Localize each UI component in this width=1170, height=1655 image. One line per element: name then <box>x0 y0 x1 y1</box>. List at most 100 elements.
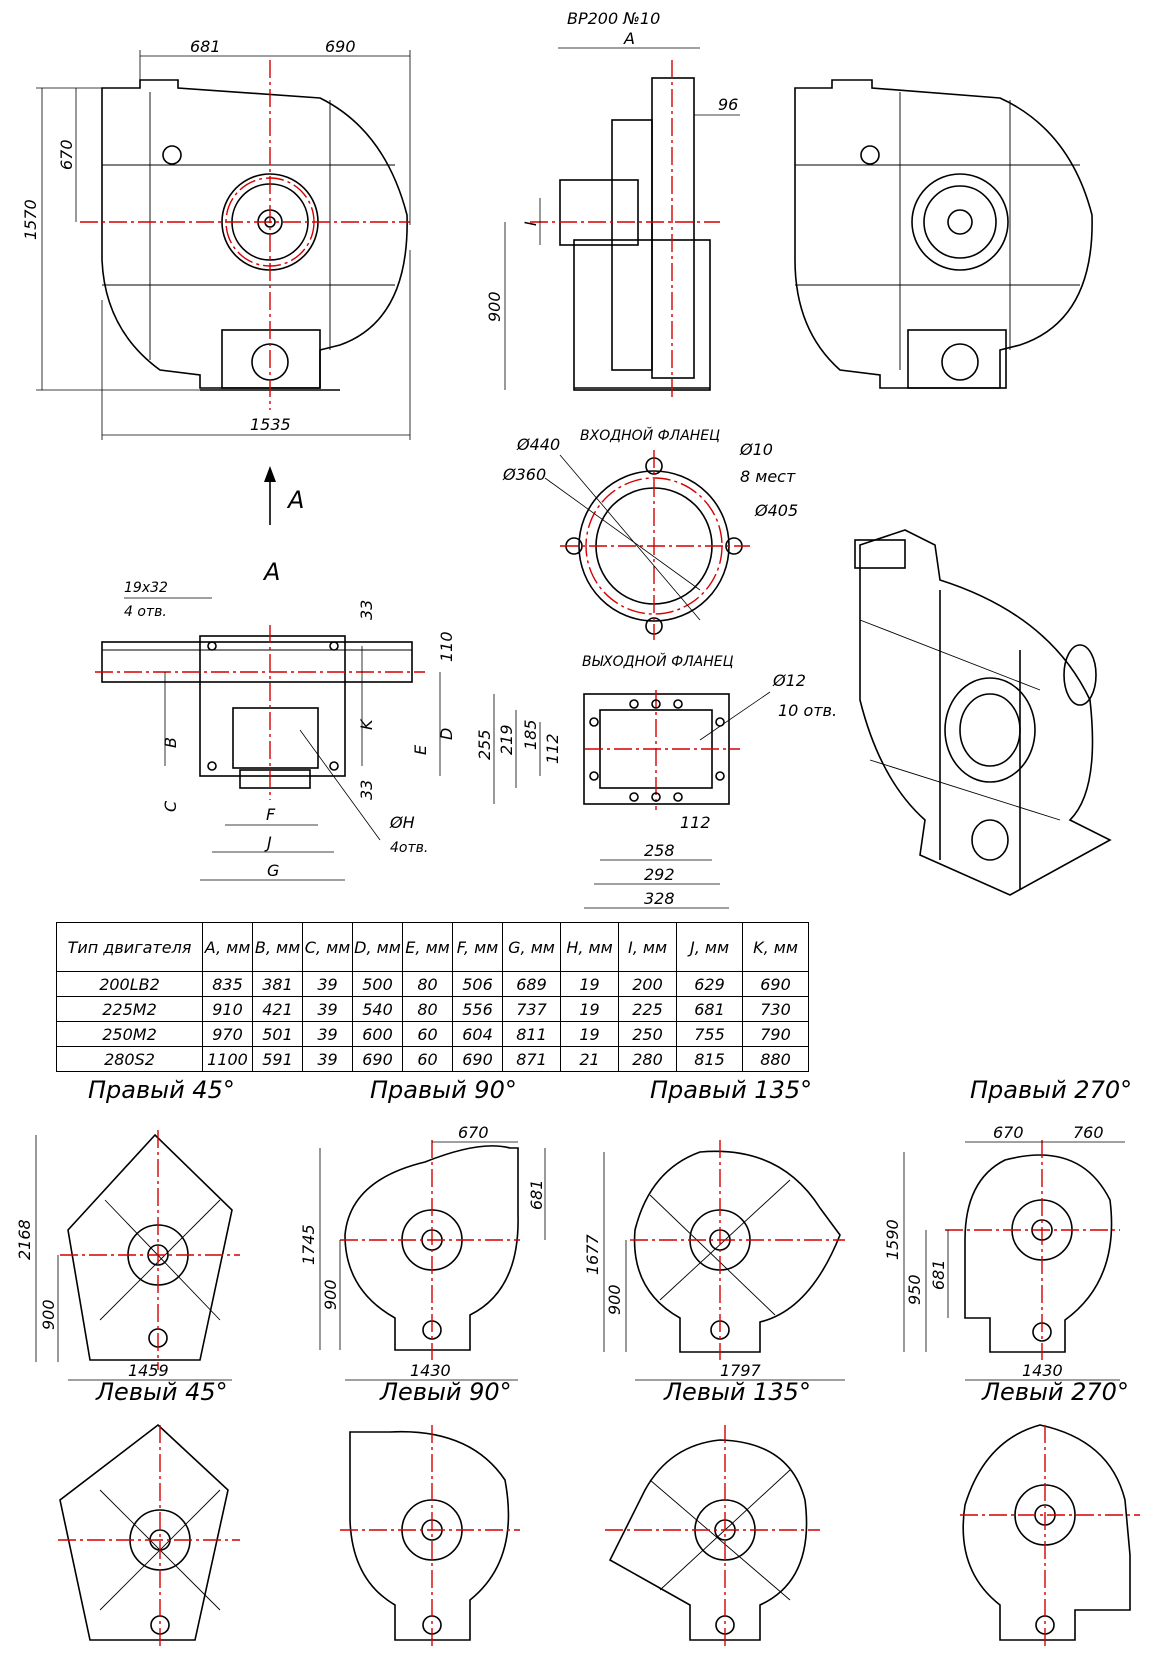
dim-i: I <box>521 221 540 226</box>
position-left-270: Левый 270° <box>960 1378 1140 1650</box>
section-a-label: A <box>262 558 280 586</box>
view-arrow-a: A <box>286 486 304 514</box>
dim-holes-10: 10 отв. <box>778 701 837 720</box>
dim-1745: 1745 <box>299 1224 318 1265</box>
dim-p90-670: 670 <box>458 1123 489 1142</box>
table-cell: 39 <box>302 1021 353 1047</box>
dim-110: 110 <box>437 631 456 662</box>
section-a: A 19x32 4 отв. 33 110 33 B C K E D F J G… <box>95 558 456 881</box>
table-row: 280S2 1100 591 39 690 60 690 871 21 280 … <box>56 1046 809 1072</box>
table-cell: 250 <box>618 1021 677 1047</box>
dim-1797: 1797 <box>720 1361 762 1380</box>
dim-h: ØH <box>389 813 415 832</box>
table-cell: 501 <box>252 1021 303 1047</box>
dim-c: C <box>161 800 180 812</box>
slots-count: 4 отв. <box>124 604 167 620</box>
table-cell: 250M2 <box>56 1021 203 1047</box>
dim-d360: Ø360 <box>502 465 546 484</box>
table-header: D, мм <box>352 922 403 972</box>
position-left-90: Левый 90° <box>340 1378 520 1650</box>
table-cell: 200LB2 <box>56 971 203 997</box>
front-housing-outline <box>101 79 408 389</box>
dim-d440: Ø440 <box>516 435 560 454</box>
dim-d10: Ø10 <box>739 440 773 459</box>
table-header: Тип двигателя <box>56 922 203 972</box>
table-cell: 60 <box>402 1046 453 1072</box>
dim-96: 96 <box>718 95 738 114</box>
dim-185: 185 <box>521 719 540 750</box>
table-cell: 1100 <box>202 1046 253 1072</box>
table-header: H, мм <box>560 922 619 972</box>
table-cell: 815 <box>676 1046 743 1072</box>
isometric-view <box>854 529 1112 896</box>
side-base <box>573 239 711 391</box>
table-cell: 730 <box>742 996 809 1022</box>
inlet-flange-title: ВХОДНОЙ ФЛАНЕЦ <box>580 426 720 444</box>
table-cell: 21 <box>560 1046 619 1072</box>
dim-681: 681 <box>190 37 221 56</box>
position-right-45: Правый 45° 2168 900 1459 <box>15 1076 240 1381</box>
table-cell: 280 <box>618 1046 677 1072</box>
dim-1570: 1570 <box>21 199 40 240</box>
dim-p270-1430: 1430 <box>1022 1361 1063 1380</box>
dim-d12: Ø12 <box>772 671 806 690</box>
dim-1459: 1459 <box>128 1361 169 1380</box>
label-left-135: Левый 135° <box>663 1378 811 1406</box>
table-cell: 80 <box>402 996 453 1022</box>
table-cell: 811 <box>502 1021 561 1047</box>
table-cell: 689 <box>502 971 561 997</box>
table-header: E, мм <box>402 922 453 972</box>
dim-33-bottom: 33 <box>357 780 376 800</box>
outlet-flange-title: ВЫХОДНОЙ ФЛАНЕЦ <box>582 652 734 670</box>
dim-1535: 1535 <box>250 415 291 434</box>
table-cell: 280S2 <box>56 1046 203 1072</box>
dim-p270-670: 670 <box>993 1123 1024 1142</box>
table-header: J, мм <box>676 922 743 972</box>
table-cell: 835 <box>202 971 253 997</box>
dim-p270-681: 681 <box>929 1259 948 1290</box>
label-left-45: Левый 45° <box>95 1378 228 1406</box>
table-cell: 737 <box>502 996 561 1022</box>
dim-1590: 1590 <box>883 1219 902 1260</box>
dim-292: 292 <box>644 865 675 884</box>
dim-k: K <box>357 718 376 730</box>
position-left-45: Левый 45° <box>58 1378 240 1650</box>
table-header: I, мм <box>618 922 677 972</box>
dim-950: 950 <box>905 1274 924 1305</box>
table-cell: 421 <box>252 996 303 1022</box>
dim-e: E <box>411 744 430 755</box>
table-cell: 80 <box>402 971 453 997</box>
table-cell: 629 <box>676 971 743 997</box>
table-header: A, мм <box>202 922 253 972</box>
dim-j: J <box>264 833 272 852</box>
table-cell: 880 <box>742 1046 809 1072</box>
table-cell: 910 <box>202 996 253 1022</box>
dim-d405: Ø405 <box>754 501 798 520</box>
position-right-270: Правый 270° 670 760 1590 950 681 1430 <box>883 1076 1132 1381</box>
dim-112-vertical: 112 <box>543 733 562 764</box>
table-cell: 500 <box>352 971 403 997</box>
dim-112-horizontal: 112 <box>680 813 711 832</box>
outlet-flange: ВЫХОДНОЙ ФЛАНЕЦ Ø12 10 отв. 255 219 185 … <box>475 652 837 909</box>
slots-size: 19x32 <box>124 580 168 596</box>
motor-spec-table: Тип двигателя A, мм B, мм C, мм D, мм E,… <box>56 922 809 1072</box>
table-cell: 200 <box>618 971 677 997</box>
dim-33-top: 33 <box>357 600 376 620</box>
dim-p135-900: 900 <box>605 1284 624 1315</box>
table-header: B, мм <box>252 922 303 972</box>
table-cell: 690 <box>742 971 809 997</box>
table-cell: 604 <box>452 1021 503 1047</box>
table-cell: 19 <box>560 971 619 997</box>
table-cell: 506 <box>452 971 503 997</box>
dim-670: 670 <box>57 139 76 170</box>
dim-690: 690 <box>325 37 356 56</box>
table-cell: 556 <box>452 996 503 1022</box>
table-cell: 19 <box>560 1021 619 1047</box>
table-header-row: Тип двигателя A, мм B, мм C, мм D, мм E,… <box>56 922 809 972</box>
dim-900: 900 <box>485 291 504 322</box>
position-right-135: Правый 135° 1677 900 1797 <box>583 1076 845 1381</box>
dim-p45-900: 900 <box>39 1299 58 1330</box>
dim-255: 255 <box>475 729 494 760</box>
table-cell: 681 <box>676 996 743 1022</box>
